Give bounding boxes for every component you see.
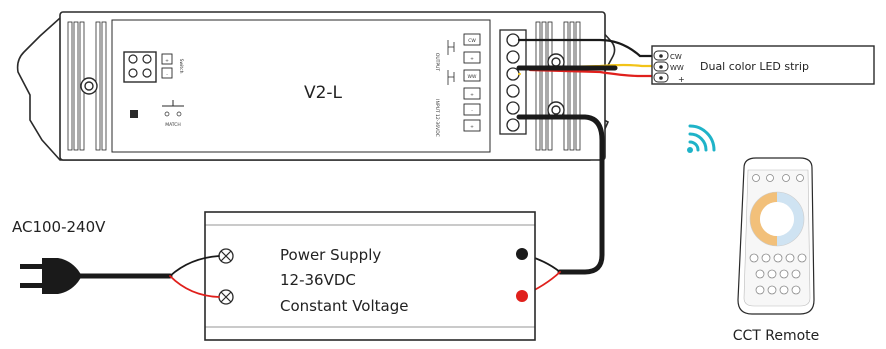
- ac-input-label: AC100-240V: [12, 218, 106, 236]
- cct-remote-label: CCT Remote: [733, 328, 820, 344]
- wire-plus-out: [528, 68, 658, 78]
- strip-cw-label: CW: [670, 53, 682, 61]
- controller-unit: + - Switch MATCH V2-L OUTPUT INPUT 12-36…: [16, 11, 616, 161]
- controller-model-label: V2-L: [304, 83, 343, 103]
- led-strip: CW WW + Dual color LED strip: [651, 45, 875, 85]
- output-symbol-block: OUTPUT INPUT 12-36VDC: [434, 40, 455, 137]
- power-supply: Power Supply 12-36VDC Constant Voltage: [204, 211, 536, 341]
- terminal-plus-label: +: [470, 56, 474, 62]
- remote-color-wheel[interactable]: [749, 191, 805, 247]
- ac-wire-n: [169, 275, 220, 298]
- wire-input-sheath: [516, 114, 605, 275]
- terminal-minus-label: -: [471, 109, 473, 114]
- output-label: OUTPUT: [434, 53, 440, 72]
- terminal-plus2-label: +: [470, 92, 474, 98]
- cct-remote: [737, 157, 815, 315]
- svg-text:+: +: [165, 58, 169, 64]
- match-label: MATCH: [165, 122, 181, 128]
- strip-pads: [653, 50, 669, 83]
- led-indicator-icon: [130, 110, 138, 118]
- ac-wire-l: [169, 255, 220, 277]
- controller-inner-panel: [111, 19, 491, 153]
- terminal-block: [499, 29, 527, 135]
- wifi-signal-icon: [687, 124, 716, 153]
- remote-top-buttons[interactable]: [752, 174, 804, 182]
- switch-label: Switch: [178, 59, 184, 74]
- strip-ww-label: WW: [670, 64, 684, 72]
- led-strip-body: [651, 45, 875, 85]
- right-screw-icon: [547, 101, 565, 119]
- ac-wires: [77, 255, 220, 298]
- wire-cw: [517, 38, 658, 58]
- ac-plug-icon: [20, 258, 82, 294]
- match-button[interactable]: MATCH: [162, 100, 184, 128]
- remote-bottom-buttons[interactable]: [749, 253, 807, 295]
- terminal-labels: CW + WW + - +: [463, 33, 481, 132]
- terminal-plus3-label: +: [470, 124, 474, 130]
- power-supply-line1: Power Supply: [280, 246, 381, 264]
- left-screw-icon: [80, 77, 98, 95]
- power-supply-line2: 12-36VDC: [280, 271, 356, 289]
- dc-terminal-plus-icon: [516, 290, 528, 302]
- switch-connector: + - Switch: [123, 51, 184, 83]
- right-heatsink: [535, 21, 581, 151]
- power-supply-body: [204, 211, 536, 341]
- input-label: INPUT 12-36VDC: [434, 99, 440, 137]
- ac-terminal-l-icon: [218, 248, 234, 264]
- strip-plus-label: +: [678, 75, 685, 84]
- led-strip-label: Dual color LED strip: [700, 60, 809, 73]
- power-supply-line3: Constant Voltage: [280, 297, 408, 315]
- ac-terminal-n-icon: [218, 289, 234, 305]
- output-wires: [516, 38, 658, 78]
- terminal-cw-label: CW: [468, 38, 476, 44]
- svg-text:-: -: [166, 73, 168, 78]
- terminal-ww-label: WW: [468, 74, 477, 80]
- dc-terminal-minus-icon: [516, 248, 528, 260]
